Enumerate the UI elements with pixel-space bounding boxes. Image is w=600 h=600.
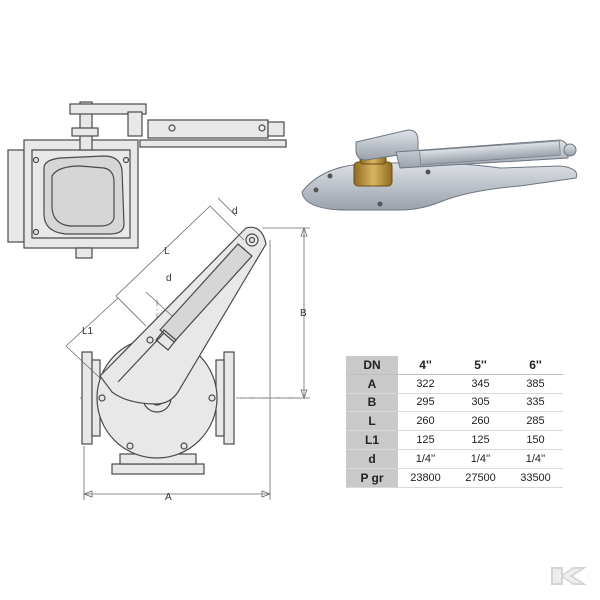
cell: 27500 <box>453 468 508 488</box>
dim-d-mid-label: d <box>166 273 172 284</box>
side-view-arm <box>139 139 287 148</box>
cell: 345 <box>453 374 508 394</box>
photo-brass-nut <box>353 161 393 187</box>
cell: 1/4'' <box>453 449 508 469</box>
side-view <box>7 101 287 259</box>
dim-l1-line <box>65 297 119 347</box>
table-row: L1 125 125 150 <box>346 430 563 450</box>
spec-header-5: 5'' <box>453 356 508 375</box>
cell: 33500 <box>508 468 563 488</box>
top-view-cylinder <box>159 243 253 343</box>
cell: 1/4'' <box>508 449 563 469</box>
cell: 23800 <box>398 468 453 488</box>
spec-header-dn: DN <box>346 356 398 375</box>
cell: 285 <box>508 411 563 432</box>
cell: 150 <box>508 430 563 450</box>
row-label: L1 <box>346 430 398 450</box>
dim-l-line <box>115 205 211 297</box>
side-view-cylinder <box>147 119 269 139</box>
cell: 260 <box>398 411 453 432</box>
spec-header-4: 4'' <box>398 356 453 375</box>
table-row: B 295 305 335 <box>346 393 563 413</box>
table-row: P gr 23800 27500 33500 <box>346 468 563 488</box>
cell: 1/4'' <box>398 449 453 469</box>
row-label: L <box>346 411 398 432</box>
brand-logo-icon <box>551 567 587 585</box>
dim-d-top-label: d <box>232 206 238 217</box>
photo-base-plate <box>301 161 578 211</box>
dimension-lines <box>65 197 310 500</box>
row-label: P gr <box>346 468 398 488</box>
dimension-labels: d L d L1 B A <box>82 206 307 503</box>
cell: 125 <box>398 430 453 450</box>
cell: 322 <box>398 374 453 394</box>
dim-l-label: L <box>164 246 170 257</box>
row-label: A <box>346 374 398 394</box>
cell: 295 <box>398 393 453 413</box>
side-view-lever <box>69 103 147 115</box>
spec-table: DN 4'' 5'' 6'' A 322 345 385 B 295 305 3… <box>346 356 563 488</box>
spec-table-header: DN 4'' 5'' 6'' <box>346 356 563 375</box>
top-view <box>80 226 300 475</box>
cell: 260 <box>453 411 508 432</box>
product-photo <box>301 129 578 211</box>
top-view-flange-right <box>223 351 235 445</box>
cell: 385 <box>508 374 563 394</box>
side-view-flange <box>7 149 25 243</box>
top-view-flange-bottom <box>111 463 205 475</box>
cell: 305 <box>453 393 508 413</box>
row-label: d <box>346 449 398 469</box>
dim-l1-label: L1 <box>82 326 94 337</box>
cell: 125 <box>453 430 508 450</box>
dim-a-label: A <box>165 492 172 503</box>
table-row: d 1/4'' 1/4'' 1/4'' <box>346 449 563 469</box>
table-row: A 322 345 385 <box>346 374 563 394</box>
table-row: L 260 260 285 <box>346 411 563 432</box>
dim-b-label: B <box>300 308 307 319</box>
cell: 335 <box>508 393 563 413</box>
row-label: B <box>346 393 398 413</box>
side-view-disc <box>43 155 125 235</box>
spec-header-6: 6'' <box>508 356 563 375</box>
